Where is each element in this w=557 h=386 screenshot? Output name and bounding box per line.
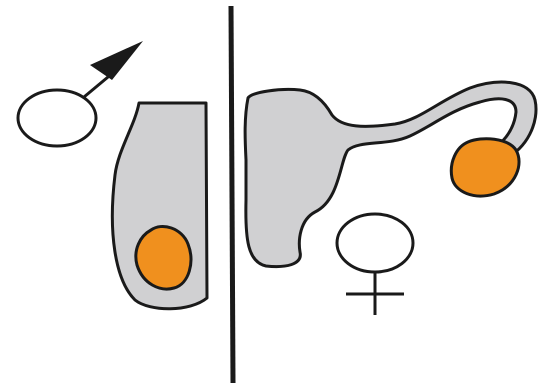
female-panel — [245, 82, 536, 315]
male-panel — [18, 41, 207, 309]
female-symbol-icon — [337, 214, 413, 315]
ovary-shape — [451, 139, 519, 196]
panel-divider — [231, 6, 233, 383]
testis-shape — [136, 226, 191, 289]
male-symbol-icon — [18, 41, 143, 146]
male-testis-scrotum-icon — [112, 103, 207, 309]
